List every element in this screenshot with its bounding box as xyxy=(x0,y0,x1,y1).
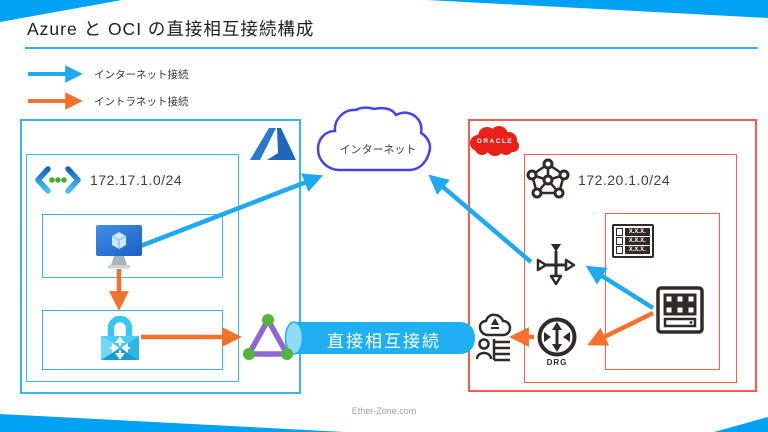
footer-watermark: Ether-Zone.com xyxy=(351,406,417,416)
compute-instance-icon xyxy=(656,286,704,334)
route-table-icon: X.X.X. X.X.X. X.X.X. xyxy=(612,224,654,258)
peering-triangle-icon xyxy=(243,314,293,360)
oracle-logo-label: ORACLE xyxy=(476,138,514,145)
vcn-network-icon xyxy=(526,158,570,199)
virtual-machine-icon xyxy=(96,225,142,269)
dynamic-routing-gateway-icon xyxy=(537,317,577,357)
page-title: Azure と OCI の直接相互接続構成 xyxy=(27,19,315,39)
route-table-row: X.X.X. xyxy=(616,228,650,236)
interconnect-label: 直接相互接続 xyxy=(327,332,441,351)
oracle-cloud-logo-icon xyxy=(470,126,519,156)
legend-intranet-label: イントラネット接続 xyxy=(94,96,189,108)
vpn-gateway-lock-icon xyxy=(101,315,139,360)
route-table-row: X.X.X. xyxy=(616,237,650,245)
azure-logo-icon xyxy=(250,128,296,160)
azure-vnet-box xyxy=(26,154,239,382)
fastconnect-icon xyxy=(476,313,512,362)
azure-subnet-vm-box xyxy=(42,214,223,278)
azure-region-box xyxy=(20,119,301,394)
oci-vcn-box xyxy=(524,154,737,383)
internet-gateway-icon xyxy=(536,244,576,286)
internet-cloud-label: インターネット xyxy=(339,144,417,156)
title-divider xyxy=(25,47,758,49)
route-table-row: X.X.X. xyxy=(616,246,650,254)
legend-internet-label: インターネット接続 xyxy=(94,69,189,81)
drg-label: DRG xyxy=(546,358,568,367)
azure-vnet-cidr: 172.17.1.0/24 xyxy=(90,172,183,188)
oci-subnet-box xyxy=(605,213,720,370)
virtual-network-icon xyxy=(35,166,81,194)
cloud-icon xyxy=(316,106,432,172)
oci-region-box xyxy=(468,119,757,392)
oci-vcn-cidr: 172.20.1.0/24 xyxy=(578,172,671,188)
interconnect-pipe xyxy=(284,321,475,355)
